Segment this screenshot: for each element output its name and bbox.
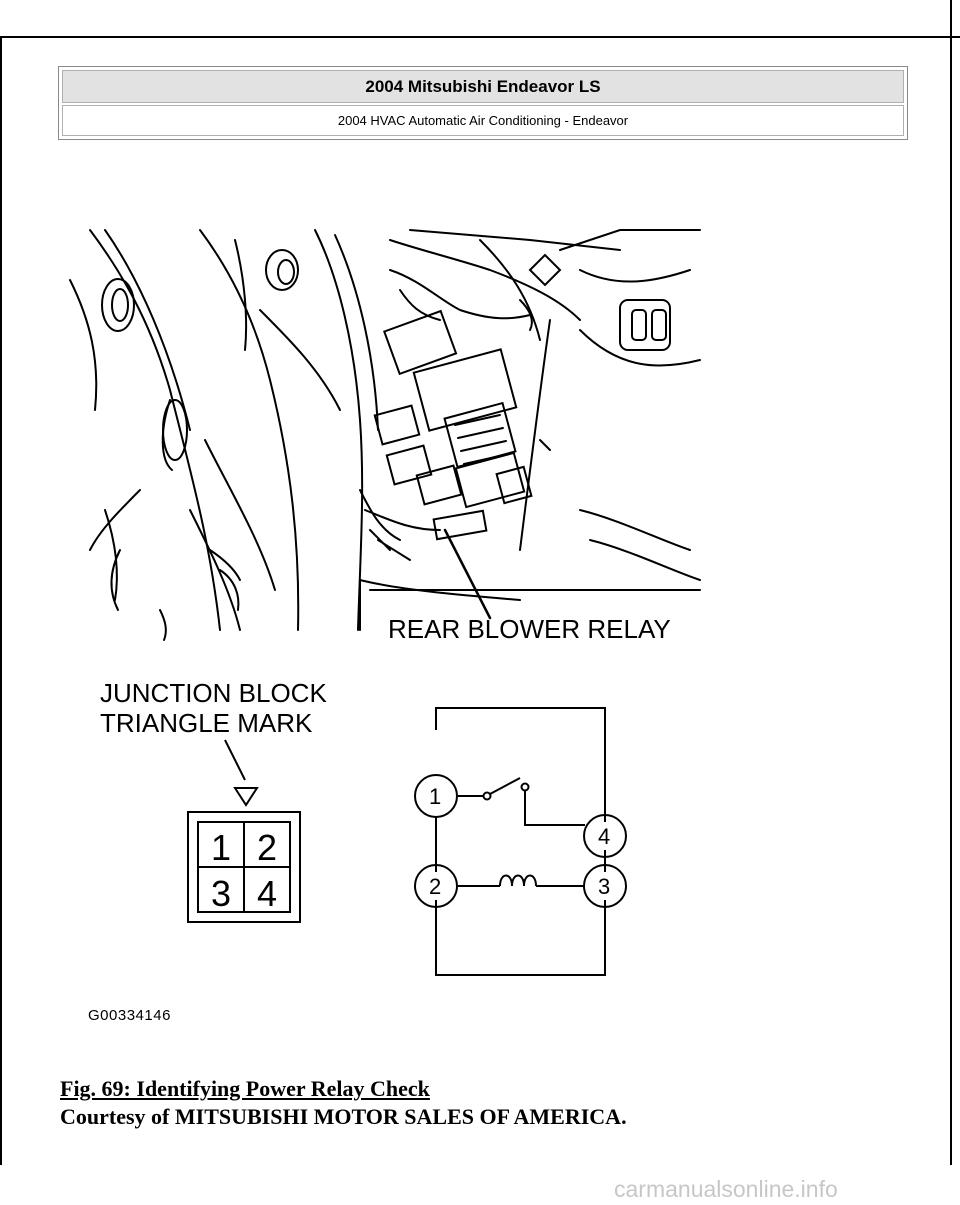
junction-label-line2: TRIANGLE MARK xyxy=(100,708,313,738)
document-header: 2004 Mitsubishi Endeavor LS 2004 HVAC Au… xyxy=(58,66,908,140)
connector-pin-1: 1 xyxy=(211,827,231,868)
connector-pin-grid: 1 2 3 4 xyxy=(187,811,301,923)
site-watermark: carmanualsonline.info xyxy=(614,1176,838,1202)
relay-callout-label: REAR BLOWER RELAY xyxy=(388,614,671,644)
relay-figure: REAR BLOWER RELAY JUNCTION BLOCK TRIANGL… xyxy=(69,229,701,976)
circuit-terminal-2: 2 xyxy=(429,874,441,899)
relay-circuit-schematic xyxy=(414,707,627,976)
circuit-terminal-1: 1 xyxy=(429,784,441,809)
connector-pin-2: 2 xyxy=(257,827,277,868)
dashboard-illustration xyxy=(69,229,701,641)
connector-pin-3: 3 xyxy=(211,873,231,914)
connector-pin-4: 4 xyxy=(257,873,277,914)
figure-credit: Courtesy of MITSUBISHI MOTOR SALES OF AM… xyxy=(60,1104,627,1129)
circuit-terminal-4: 4 xyxy=(598,824,610,849)
figure-caption: Fig. 69: Identifying Power Relay Check C… xyxy=(60,1075,627,1131)
junction-leader-line xyxy=(224,739,246,781)
page-border-top xyxy=(0,36,960,38)
triangle-mark-icon xyxy=(233,787,259,807)
figure-caption-title: Fig. 69: Identifying Power Relay Check xyxy=(60,1076,430,1101)
junction-label-line1: JUNCTION BLOCK xyxy=(100,678,327,708)
section-title: 2004 HVAC Automatic Air Conditioning - E… xyxy=(62,105,904,136)
vehicle-title: 2004 Mitsubishi Endeavor LS xyxy=(62,70,904,103)
page-border-right xyxy=(950,0,952,1165)
circuit-terminal-3: 3 xyxy=(598,874,610,899)
figure-id: G00334146 xyxy=(88,1007,171,1024)
page-border-left xyxy=(0,36,2,1165)
